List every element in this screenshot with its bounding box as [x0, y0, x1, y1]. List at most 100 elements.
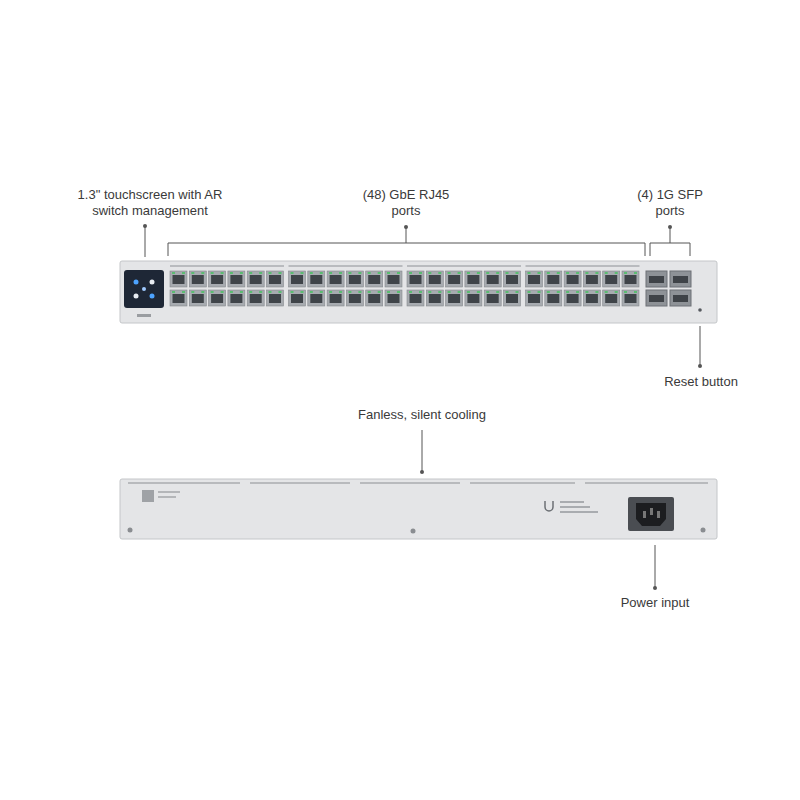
port-led	[269, 291, 272, 293]
port-led	[329, 272, 332, 274]
port-led	[634, 272, 637, 274]
rj45-port	[289, 271, 306, 287]
port-led	[516, 291, 519, 293]
rj45-port	[247, 290, 264, 306]
port-led	[585, 291, 588, 293]
port-opening	[388, 275, 400, 284]
rj45-port	[426, 271, 443, 287]
port-opening	[291, 275, 303, 284]
port-led	[595, 272, 598, 274]
port-opening	[487, 275, 499, 284]
port-led	[259, 291, 262, 293]
port-frame	[308, 271, 325, 287]
screen-icon	[150, 294, 155, 299]
callout-label: (4) 1G SFP ports	[631, 187, 709, 219]
port-led	[566, 272, 569, 274]
port-group-line	[407, 266, 521, 267]
port-led	[419, 291, 422, 293]
port-opening	[528, 294, 540, 303]
port-led	[301, 291, 304, 293]
port-opening	[625, 294, 637, 303]
screen-icon	[150, 280, 155, 285]
port-frame	[465, 290, 482, 306]
port-frame	[228, 271, 245, 287]
port-led	[516, 272, 519, 274]
leader-dot	[698, 364, 702, 368]
port-led	[378, 272, 381, 274]
port-led	[477, 291, 480, 293]
rj45-port	[267, 271, 284, 287]
callout-label: Reset button	[641, 374, 761, 390]
port-opening	[250, 275, 262, 284]
port-frame	[426, 271, 443, 287]
port-frame	[366, 290, 383, 306]
port-frame	[289, 290, 306, 306]
port-led	[428, 272, 431, 274]
rj45-port	[247, 271, 264, 287]
sfp-slot	[649, 276, 664, 283]
port-opening	[467, 275, 479, 284]
port-frame	[583, 290, 600, 306]
port-opening	[506, 275, 518, 284]
port-frame	[308, 290, 325, 306]
screw	[411, 529, 416, 534]
port-frame	[189, 290, 206, 306]
screw	[701, 528, 706, 533]
screen-icon	[134, 280, 139, 285]
port-opening	[429, 275, 441, 284]
rj45-port	[189, 271, 206, 287]
leader-line	[145, 226, 146, 257]
port-led	[259, 272, 262, 274]
port-led	[496, 272, 499, 274]
port-led	[557, 272, 560, 274]
rj45-port	[603, 271, 620, 287]
port-opening	[368, 275, 380, 284]
port-frame	[170, 271, 187, 287]
port-led	[387, 291, 390, 293]
port-frame	[545, 271, 562, 287]
port-led	[547, 291, 550, 293]
port-led	[477, 272, 480, 274]
port-frame	[209, 271, 226, 287]
bracket	[168, 243, 645, 256]
port-led	[547, 272, 550, 274]
port-frame	[446, 290, 463, 306]
leader-line	[700, 326, 701, 366]
port-led	[240, 272, 243, 274]
port-opening	[410, 294, 422, 303]
panel-seam	[128, 482, 708, 484]
power-socket	[636, 503, 666, 526]
port-frame	[327, 271, 344, 287]
port-opening	[250, 294, 262, 303]
port-led	[566, 291, 569, 293]
port-frame	[327, 290, 344, 306]
port-led	[378, 291, 381, 293]
port-frame	[603, 271, 620, 287]
port-led	[320, 291, 323, 293]
port-opening	[547, 275, 559, 284]
port-opening	[586, 275, 598, 284]
rj45-port	[327, 271, 344, 287]
regulatory-marks	[560, 511, 598, 513]
port-group-line	[170, 266, 284, 267]
port-opening	[211, 294, 223, 303]
port-frame	[346, 271, 363, 287]
port-opening	[506, 294, 518, 303]
port-led	[221, 291, 224, 293]
port-frame	[289, 271, 306, 287]
rj45-port	[603, 290, 620, 306]
port-led	[310, 291, 313, 293]
back-panel	[120, 479, 717, 539]
rj45-port	[526, 271, 543, 287]
callout-label: Power input	[595, 595, 715, 611]
port-led	[605, 272, 608, 274]
port-led	[310, 272, 313, 274]
rj45-port	[465, 271, 482, 287]
port-led	[428, 291, 431, 293]
port-frame	[189, 271, 206, 287]
port-led	[438, 291, 441, 293]
port-opening	[467, 294, 479, 303]
port-opening	[388, 294, 400, 303]
rj45-port	[346, 290, 363, 306]
